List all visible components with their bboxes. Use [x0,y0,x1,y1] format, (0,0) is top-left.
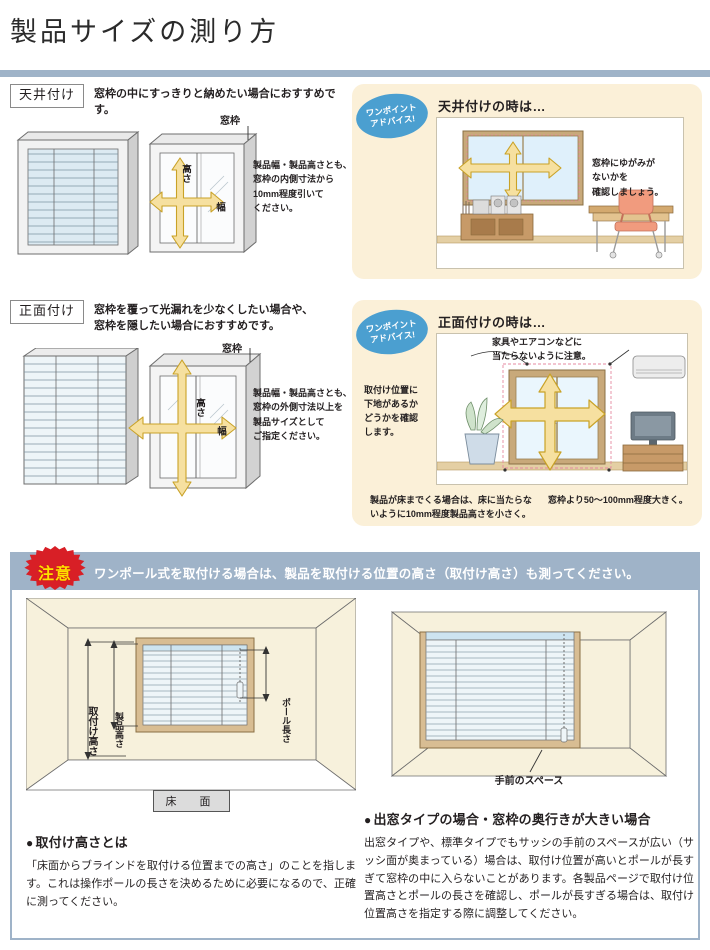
ceiling-size-arrows [149,157,224,249]
floor-label: 床 面 [152,790,230,812]
ceiling-left-column: 天井付け 窓枠の中にすっきりと納めたい場合におすすめです。 [10,84,352,284]
front-blind-illustration [22,348,139,485]
ceiling-diagram [16,126,258,256]
advice-scene-ceiling [436,117,684,269]
front-right-column: ワンポイント アドバイス! 正面付けの時は… [352,300,702,528]
floor-label-wrap: 床 面 [26,790,356,812]
advice-panel-front: ワンポイント アドバイス! 正面付けの時は… [352,300,702,526]
ceiling-frame-label: 窓枠 [220,116,240,127]
front-space-label: 手前のスペース [494,776,564,787]
front-frame-label: 窓枠 [222,344,242,355]
product-height-label: 製品高さ [114,712,124,748]
install-height-block: 取付け高さ 製品高さ ポール長さ 床 面 取付け高さとは 「床面からブラインドを… [26,598,356,911]
attention-panel: ワンポール式を取付ける場合は、製品を取付ける位置の高さ（取付け高さ）も測ってくだ… [10,546,700,940]
advice-title-ceiling: 天井付けの時は… [438,99,547,114]
ceiling-heading: 天井付け 窓枠の中にすっきりと納めたい場合におすすめです。 [10,84,350,119]
front-width-label: 幅 [215,426,226,436]
advice-panel-ceiling: ワンポイント アドバイス! 天井付けの時は… [352,84,702,279]
bay-window-body: 出窓タイプや、標準タイプでもサッシの手前のスペースが広い（サッシ面が奥まっている… [364,837,694,921]
install-height-diagram [26,598,356,791]
advice-note-ceiling: 窓枠にゆがみが ないかを 確認しましょう。 [592,158,664,197]
front-description: 窓枠を覆って光漏れを少なくしたい場合や、 窓枠を隠したい場合におすすめです。 [94,304,314,332]
front-frame-illustration [128,348,262,497]
install-height-text: 取付け高さとは 「床面からブラインドを取付ける位置までの高さ」のことを指します。… [26,832,356,911]
advice-note-front-top: 家具やエアコンなどに 当たらないように注意。 [492,337,591,361]
install-height-heading: 取付け高さとは [26,832,356,851]
ceiling-mount-badge: 天井付け [10,84,85,108]
front-size-arrows [128,359,237,497]
advice-note-front-bottom-left: 製品が床までくる場合は、床に当たらな いように10mm程度製品高さを小さく。 [370,495,532,519]
pole-length-label: ポール長さ [281,698,291,743]
advice-arrow-front [494,373,606,471]
ceiling-right-column: ワンポイント アドバイス! 天井付けの時は… [352,84,702,284]
front-diagram-note: 製品幅・製品高さとも、 窓枠の外側寸法以上を 製品サイズとして ご指定ください。 [253,388,352,442]
install-height-label: 取付け高さ [86,706,97,756]
attention-starburst-icon: 注意 [20,544,90,600]
front-height-label: 高さ [194,398,205,417]
warning-text: ワンポール式を取付ける場合は、製品を取付ける位置の高さ（取付け高さ）も測ってくだ… [94,566,640,581]
front-heading: 正面付け 窓枠を覆って光漏れを少なくしたい場合や、 窓枠を隠したい場合におすすめ… [10,300,350,335]
ceiling-blind-illustration [16,130,140,256]
ceiling-width-label: 幅 [214,202,225,212]
title-divider [0,70,710,77]
install-height-body: 「床面からブラインドを取付ける位置までの高さ」のことを指します。これは操作ポール… [26,860,356,908]
one-point-advice-badge-ceiling: ワンポイント アドバイス! [353,89,431,143]
advice-note-front-bottom-right: 窓枠より50〜100mm程度大きく。 [548,495,688,505]
page-title: 製品サイズの測り方 [10,17,280,47]
section-ceiling-mount: 天井付け 窓枠の中にすっきりと納めたい場合におすすめです。 [0,84,710,284]
section-front-mount: 正面付け 窓枠を覆って光漏れを少なくしたい場合や、 窓枠を隠したい場合におすすめ… [0,300,710,528]
advice-note-front-left: 取付け位置に 下地があるか どうかを確認 します。 [364,385,419,437]
bay-window-text: 出窓タイプの場合・窓枠の奥行きが大きい場合 出窓タイプや、標準タイプでもサッシの… [364,809,694,924]
ceiling-height-label: 高さ [180,164,191,183]
advice-scene-front [436,333,688,485]
ceiling-diagram-note: 製品幅・製品高さとも、 窓枠の内側寸法から 10mm程度引いて ください。 [253,160,352,214]
warning-bar: ワンポール式を取付ける場合は、製品を取付ける位置の高さ（取付け高さ）も測ってくだ… [12,554,698,590]
front-diagram [22,348,262,497]
bay-window-heading: 出窓タイプの場合・窓枠の奥行きが大きい場合 [364,809,694,828]
ceiling-frame-illustration [148,126,258,254]
one-point-advice-badge-front: ワンポイント アドバイス! [353,305,431,359]
front-mount-badge: 正面付け [10,300,85,324]
bay-window-diagram [390,611,668,777]
bay-window-block: 手前のスペース 出窓タイプの場合・窓枠の奥行きが大きい場合 出窓タイプや、標準タ… [364,598,694,924]
advice-title-front: 正面付けの時は… [438,315,547,330]
front-left-column: 正面付け 窓枠を覆って光漏れを少なくしたい場合や、 窓枠を隠したい場合におすすめ… [10,300,352,528]
ceiling-description: 窓枠の中にすっきりと納めたい場合におすすめです。 [94,88,336,116]
